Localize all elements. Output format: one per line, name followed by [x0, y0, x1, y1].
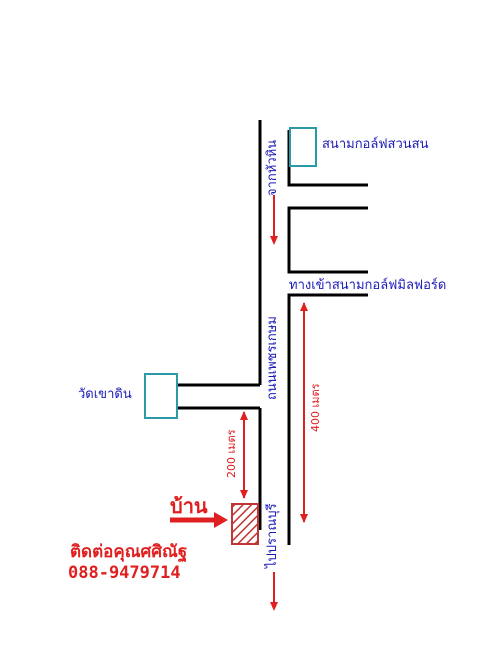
- distance-400-label: 400 เมตร: [309, 383, 322, 432]
- contact-name: ติดต่อคุณศศิณัฐ: [70, 542, 188, 562]
- distance-200-label: 200 เมตร: [225, 429, 238, 478]
- distance-200-marker: [240, 411, 248, 499]
- house-hatched-icon: [231, 503, 259, 545]
- contact-phone: 088-9479714: [68, 563, 181, 583]
- arrow-down-icon: [270, 572, 278, 611]
- golf-suan-son-label: สนามกอล์ฟสวนสน: [322, 137, 429, 152]
- distance-400-marker: [300, 302, 308, 523]
- phetkasem-road-label: ถนนเพชรเกษม: [265, 316, 280, 400]
- home-arrow-icon: [170, 512, 228, 528]
- to-pranburi-label: ไปปราณบุรี: [265, 503, 280, 568]
- from-hua-hin-label: จากหัวหิน: [265, 139, 280, 196]
- wat-khao-din-box: [144, 373, 178, 419]
- milford-entrance-road: [287, 206, 368, 274]
- road-right-edge-bottom: [287, 293, 368, 545]
- milford-entrance-label: ทางเข้าสนามกอล์ฟมิลฟอร์ด: [289, 278, 447, 293]
- golf-suan-son-box: [289, 127, 317, 167]
- arrow-down-icon: [270, 195, 278, 245]
- wat-khao-din-label: วัดเขาดิน: [78, 387, 132, 402]
- home-label: บ้าน: [170, 494, 208, 518]
